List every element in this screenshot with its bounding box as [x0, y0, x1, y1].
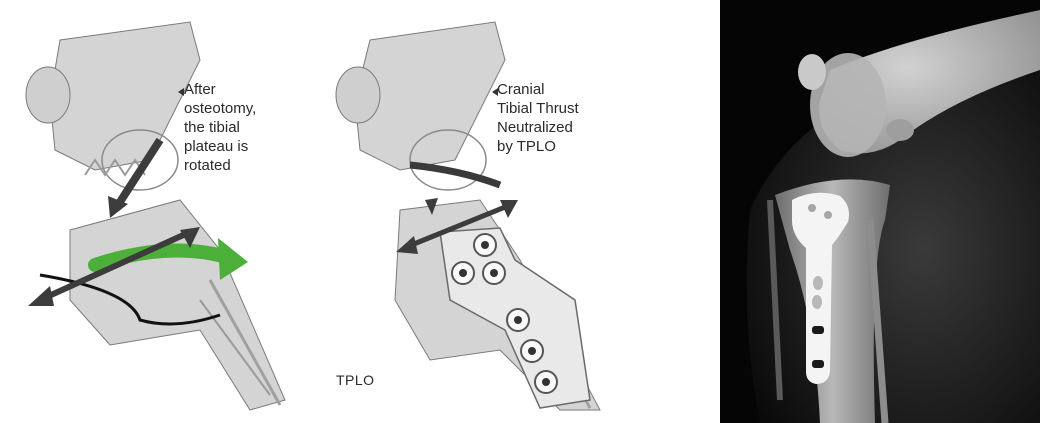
illustration-svg — [0, 0, 640, 423]
callout-osteotomy: After osteotomy, the tibial plateau is r… — [184, 80, 294, 175]
callout-thrust-neutralized: Cranial Tibial Thrust Neutralized by TPL… — [497, 80, 627, 156]
tplo-illustration: After osteotomy, the tibial plateau is r… — [0, 0, 640, 423]
xray-image — [720, 0, 1040, 423]
tibia-shape — [70, 200, 285, 410]
xray-svg — [720, 0, 1040, 423]
label-tplo: TPLO — [336, 372, 375, 388]
patella — [798, 54, 826, 90]
femoral-condyle — [26, 67, 70, 123]
femur-shape — [50, 22, 200, 170]
